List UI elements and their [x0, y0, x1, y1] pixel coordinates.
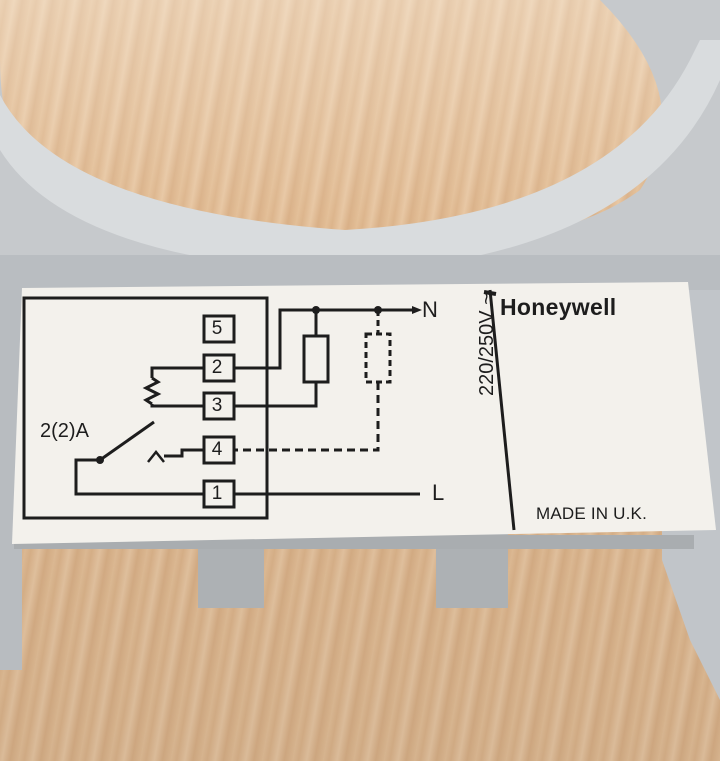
origin-text: MADE IN U.K.: [536, 504, 648, 523]
neutral-arrow: [412, 306, 422, 314]
supply-bar: [488, 289, 516, 531]
brand-name: Honeywell: [500, 294, 617, 320]
voltage-rating: 220/250V ~: [476, 293, 498, 396]
diagram-frame: [22, 296, 269, 520]
wiring-label: [12, 282, 716, 544]
terminal-2-number: 2: [211, 357, 223, 378]
supply-bar-tick: [483, 290, 497, 296]
heater-coil: [142, 376, 162, 406]
label-paper: [12, 282, 716, 544]
terminal-3-number: 3: [211, 395, 223, 416]
load-return-wire: [234, 382, 318, 408]
common-wire: [74, 458, 204, 496]
switch-contact: [147, 449, 165, 463]
terminal-5-number: 5: [211, 318, 223, 339]
switch-arm: [99, 420, 155, 462]
heater-lead: [150, 366, 204, 378]
ring-edge: [0, 40, 720, 272]
optional-return-wire: [234, 382, 380, 452]
current-rating: 2(2)A: [40, 420, 89, 442]
left-rail: [0, 290, 22, 670]
terminal-1-number: 1: [211, 483, 223, 504]
anticipator-wire: [150, 404, 204, 408]
neutral-wire: [234, 308, 412, 370]
neutral-label: N: [422, 297, 438, 322]
contact-wire: [164, 448, 204, 458]
live-label: L: [432, 480, 445, 505]
terminal-4-number: 4: [211, 439, 223, 460]
terminal-5-box: [202, 314, 236, 344]
